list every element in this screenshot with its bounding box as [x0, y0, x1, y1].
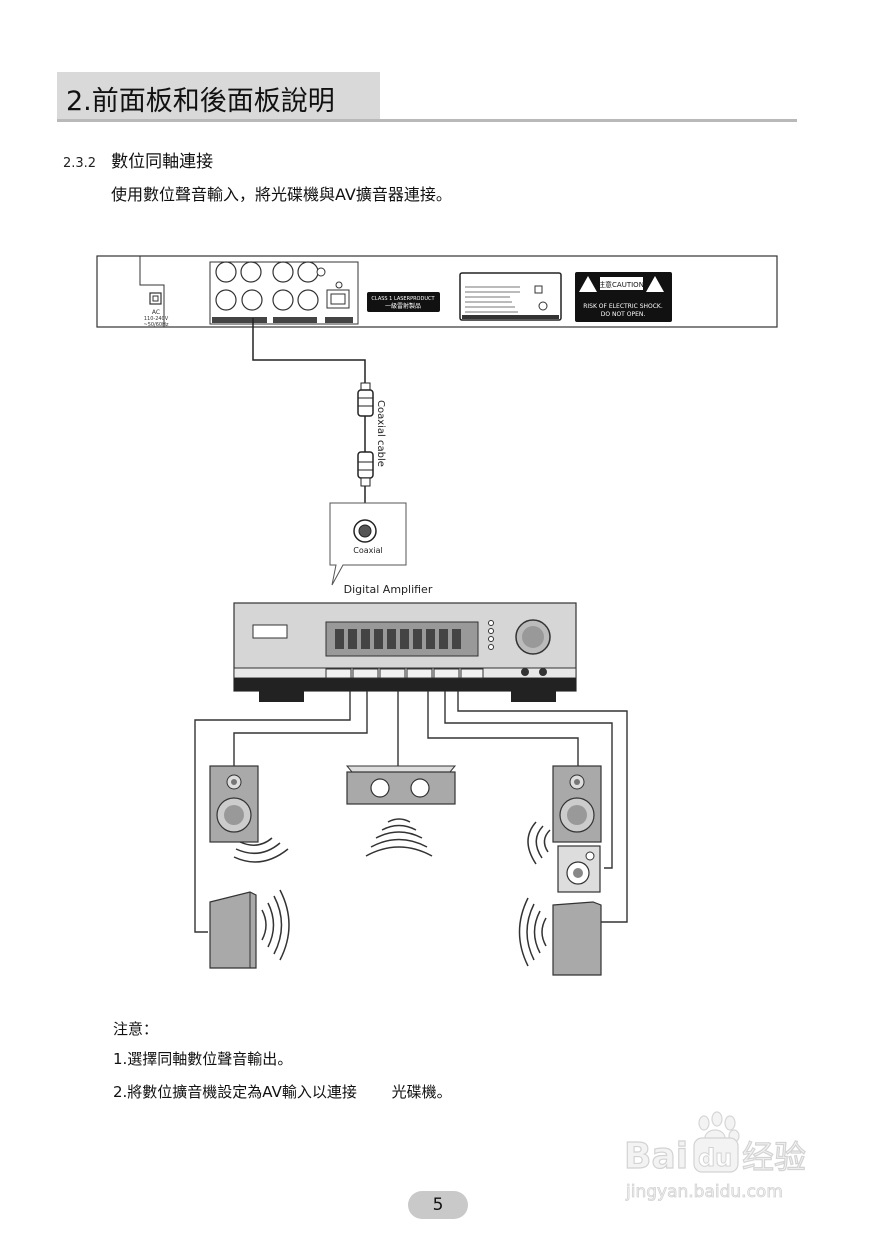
dvd-rear-panel: AC 110-240V ~50/60Hz CLASS 1 LASERPRODUC…	[96, 255, 778, 328]
note-item-1: 1.選擇同軸數位聲音輸出。	[113, 1050, 293, 1068]
amplifier-label: Digital Amplifier	[344, 583, 433, 596]
front-left-waves	[233, 837, 289, 863]
caution-line2: DO NOT OPEN.	[601, 311, 646, 318]
intro-text: 使用數位聲音輸入，將光碟機與AV擴音器連接。	[111, 185, 452, 204]
section-title-box: 2.前面板和後面板說明	[57, 72, 380, 119]
caution-label: 注意CAUTION	[598, 280, 644, 289]
watermark-brand-mid: du	[698, 1144, 732, 1172]
coaxial-label: Coaxial	[353, 546, 382, 555]
surround-left-waves	[261, 889, 290, 961]
center-speaker	[345, 765, 457, 805]
surround-right-waves	[518, 897, 547, 967]
watermark-brand: Bai	[624, 1136, 688, 1177]
connection-diagram: AC 110-240V ~50/60Hz CLASS 1 LASERPRODUC…	[96, 255, 778, 976]
front-right-speaker	[552, 765, 602, 843]
section-header: 2.前面板和後面板說明	[57, 72, 797, 122]
speaker-wires	[194, 691, 628, 933]
ac-voltage: 110-240V	[144, 316, 169, 322]
section-rule	[57, 119, 797, 122]
coaxial-cable: Coaxial cable	[252, 318, 386, 530]
coaxial-cable-label: Coaxial cable	[375, 400, 386, 467]
caution-line1: RISK OF ELECTRIC SHOCK.	[583, 303, 663, 310]
front-left-speaker	[209, 765, 259, 843]
section-title: 2.前面板和後面板說明	[66, 86, 335, 117]
coaxial-input-callout: Coaxial	[329, 502, 407, 586]
ac-label: AC	[152, 309, 160, 316]
note-item-2: 2.將數位擴音機設定為AV輸入以連接 光碟機。	[113, 1083, 452, 1101]
digital-amplifier	[233, 602, 577, 702]
page-number: 5	[408, 1191, 468, 1219]
laser-label-line1: CLASS 1 LASERPRODUCT	[371, 296, 435, 302]
surround-left-speaker	[209, 891, 257, 969]
subsection-number: 2.3.2	[63, 156, 97, 171]
watermark-brand-cn: 经验	[742, 1138, 806, 1176]
center-waves	[365, 818, 433, 857]
subsection-title: 數位同軸連接	[111, 152, 214, 172]
ac-frequency: ~50/60Hz	[144, 322, 169, 328]
watermark-url: jingyan.baidu.com	[625, 1182, 783, 1202]
surround-right-speaker	[552, 901, 602, 976]
notes-heading: 注意：	[113, 1020, 159, 1038]
baidu-watermark: Bai du 经验 jingyan.baidu.com	[624, 1111, 807, 1202]
subwoofer	[557, 845, 601, 893]
front-right-waves	[527, 821, 551, 865]
subsection-heading: 2.3.2 數位同軸連接	[63, 147, 213, 172]
laser-label-line2: 一級雷射製品	[385, 302, 421, 310]
